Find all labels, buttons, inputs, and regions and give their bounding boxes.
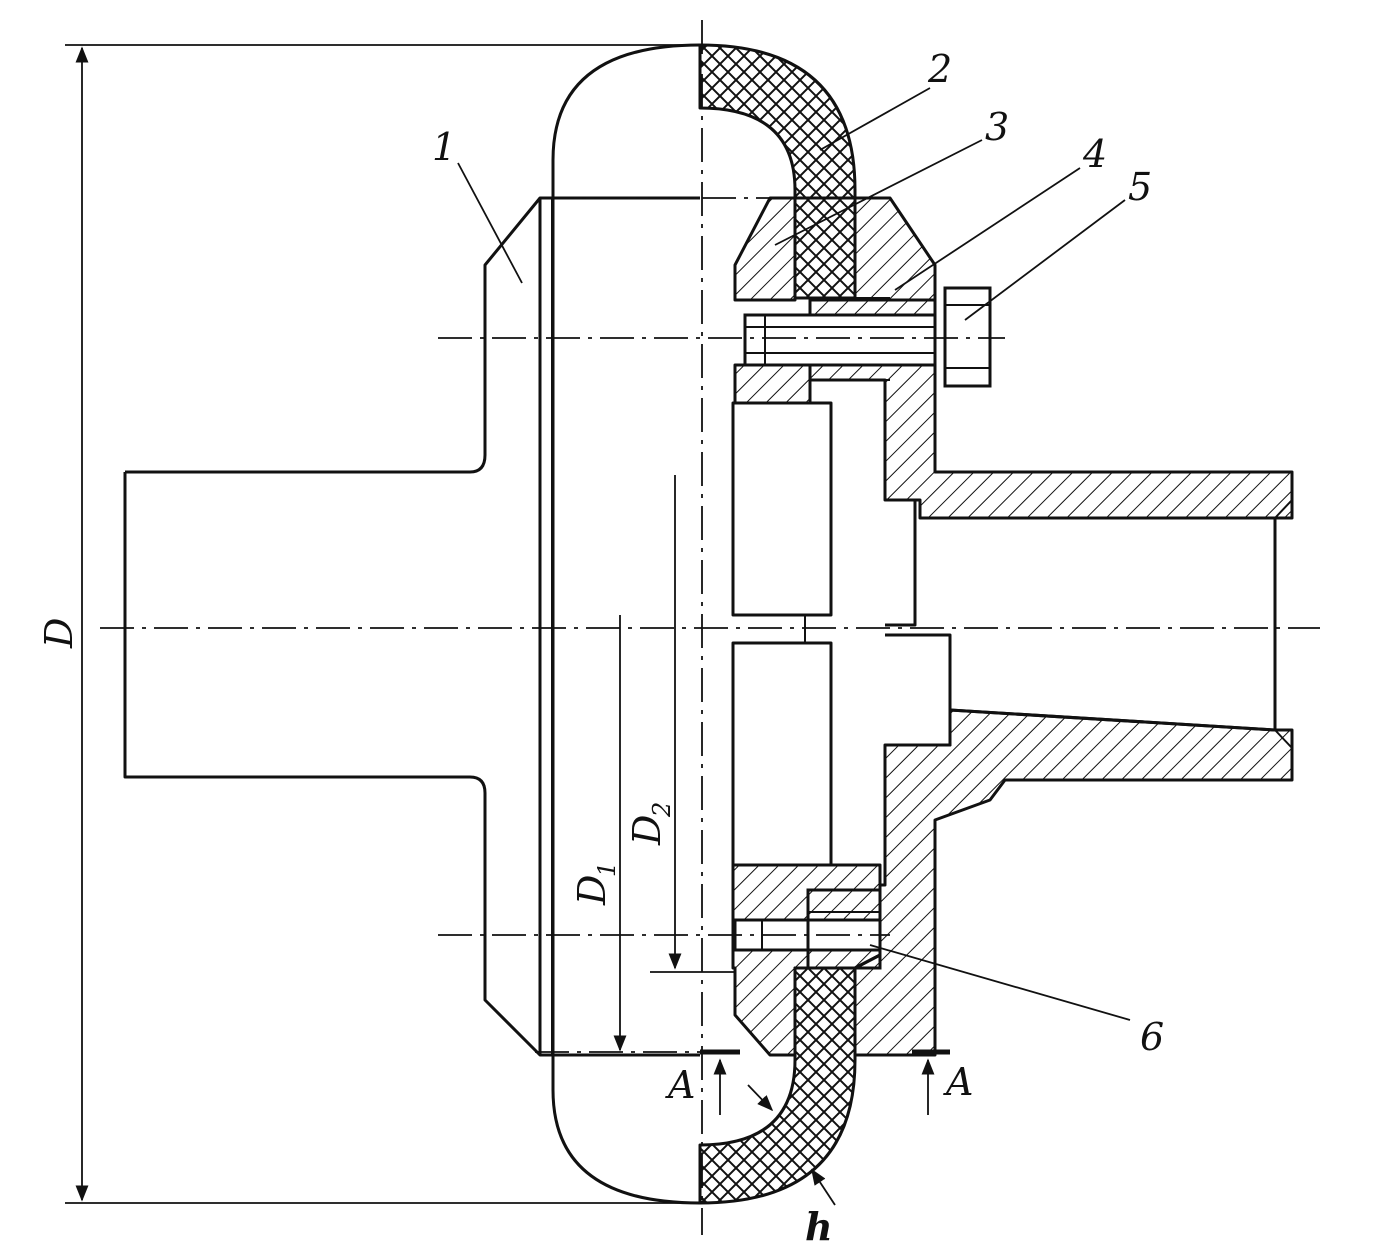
svg-text:D: D [570, 875, 614, 906]
svg-text:1: 1 [593, 862, 621, 877]
label-part-1: 1 [432, 125, 456, 169]
leader-lines [457, 87, 1131, 1021]
left-half-coupling-1 [123, 43, 701, 1205]
inner-cylinder-upper [731, 401, 833, 617]
label-dim-d: D [37, 618, 81, 649]
svg-text:D: D [625, 815, 669, 846]
dimension-d [65, 44, 700, 1204]
label-part-4: 4 [1082, 132, 1107, 176]
label-part-5: 5 [1128, 165, 1152, 209]
label-dim-d2: D 2 [625, 802, 676, 846]
dimension-d2 [650, 475, 735, 973]
label-dim-d1: D 1 [570, 862, 621, 906]
rubber-shell-2-bottom [698, 966, 857, 1205]
inner-cylinder-lower [731, 641, 833, 867]
center-lines [100, 20, 1320, 1235]
section-marker-right [912, 1049, 950, 1115]
shaft-bore-right [885, 498, 1293, 749]
thickness-h-arrows [747, 1084, 836, 1206]
label-section-a-left: A [665, 1063, 695, 1107]
svg-text:2: 2 [648, 802, 676, 818]
clamp-ring-3-lower-top [733, 363, 812, 405]
label-part-6: 6 [1140, 1015, 1164, 1059]
rubber-shell-2-top [698, 43, 857, 300]
label-part-2: 2 [927, 47, 952, 91]
section-marker-left [700, 1049, 740, 1115]
label-part-3: 3 [985, 105, 1009, 149]
label-section-a-right: A [943, 1060, 973, 1104]
bolt-5 [743, 286, 992, 388]
label-thickness-h: h [805, 1204, 833, 1249]
